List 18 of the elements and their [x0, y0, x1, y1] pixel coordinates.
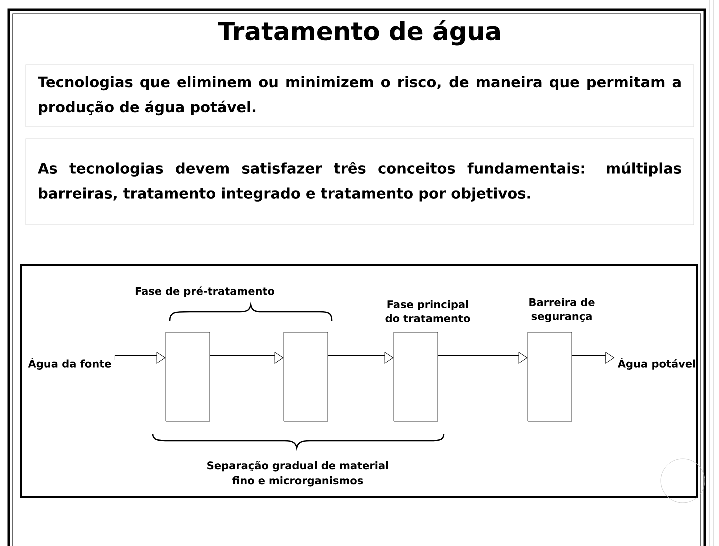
endpoint-label: Água da fonte [28, 358, 112, 370]
text-box: As tecnologias devem satisfazer três conceitos fundamentais: múltiplas barreiras, tratamento integrado e tratamento por objetivos. [26, 138, 694, 226]
stage-label: Fase principal do tratamento [386, 300, 470, 322]
treatment-stage [166, 332, 210, 422]
treatment-stage [394, 332, 438, 422]
flow-arrow [114, 352, 166, 364]
flow-arrow [210, 352, 284, 364]
phase-label: Fase de pré-tratamento [136, 286, 275, 298]
title: Tratamento de água [218, 20, 500, 46]
phase-label: Separação gradual de material fino e microrganismos [208, 461, 388, 487]
treatment-stage [284, 332, 328, 422]
stage-label: Barreira de segurança [530, 298, 595, 322]
flow-arrow [438, 352, 528, 364]
flow-arrow [572, 352, 614, 364]
treatment-stage [528, 332, 572, 422]
flow-arrow [328, 352, 394, 364]
endpoint-label: Água potável [618, 358, 696, 370]
text-box: Tecnologias que eliminem ou minimizem o risco, de maneira que permitam a produção de água potável. [26, 64, 694, 128]
